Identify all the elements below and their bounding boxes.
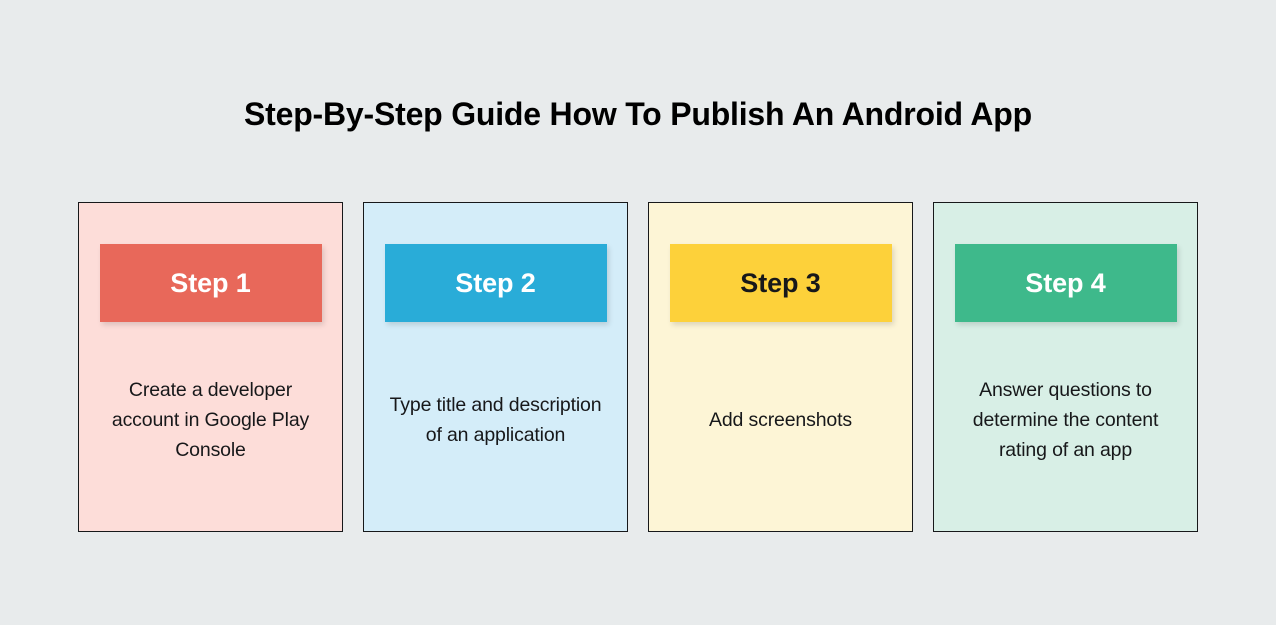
step-badge-2: Step 2	[384, 244, 607, 322]
step-body-wrap-3: Add screenshots	[668, 322, 893, 531]
step-card-1: Step 1 Create a developer account in Goo…	[78, 202, 343, 532]
step-badge-4: Step 4	[954, 244, 1177, 322]
step-body-wrap-2: Type title and description of an applica…	[383, 322, 608, 531]
step-description-4: Answer questions to determine the conten…	[972, 378, 1159, 461]
step-description-2: Type title and description of an applica…	[389, 393, 602, 446]
step-body-wrap-1: Create a developer account in Google Pla…	[98, 322, 323, 531]
step-card-3: Step 3 Add screenshots	[648, 202, 913, 532]
step-description-1: Create a developer account in Google Pla…	[111, 378, 310, 461]
step-badge-1: Step 1	[99, 244, 322, 322]
step-card-2: Step 2 Type title and description of an …	[363, 202, 628, 532]
step-body-wrap-4: Answer questions to determine the conten…	[953, 322, 1178, 531]
step-badge-3: Step 3	[669, 244, 892, 322]
step-cards-row: Step 1 Create a developer account in Goo…	[78, 202, 1198, 532]
page-title: Step-By-Step Guide How To Publish An And…	[244, 96, 1032, 132]
step-description-3: Add screenshots	[708, 408, 852, 431]
step-card-4: Step 4 Answer questions to determine the…	[933, 202, 1198, 532]
